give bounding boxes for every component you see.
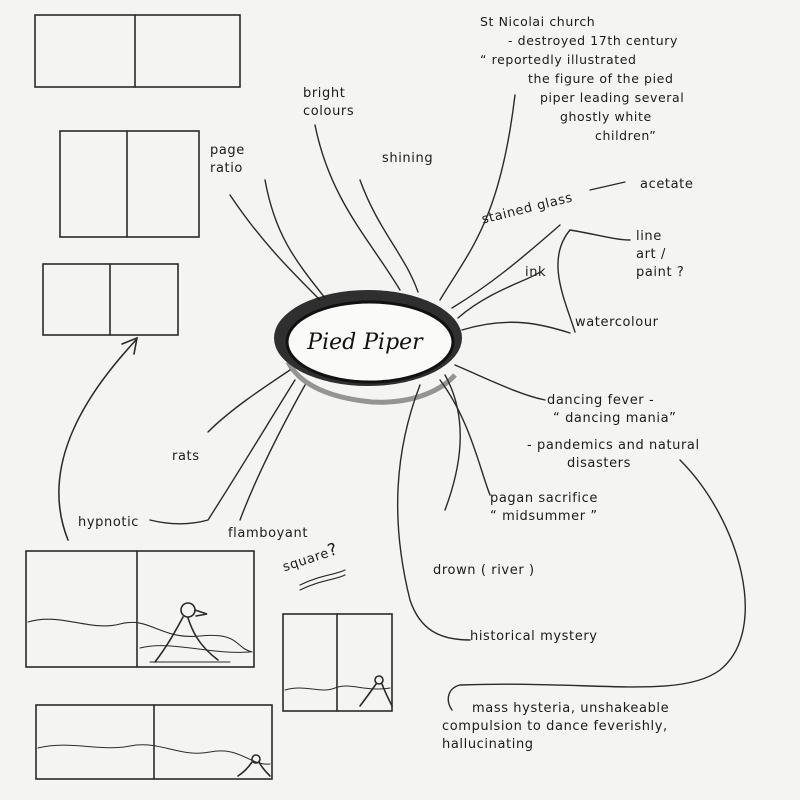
label-mass-hysteria: mass hysteria, unshakeable compulsion to…	[442, 700, 670, 754]
central-ellipse	[274, 290, 462, 405]
arrow-curve	[58, 339, 137, 541]
storyboard-sketch-bottom	[35, 704, 273, 780]
label-line: disasters	[567, 456, 631, 471]
thumbnail-tall	[59, 130, 200, 238]
label-ink: ink	[525, 265, 547, 280]
central-topic: Pied Piper	[307, 330, 423, 355]
thumbnail-wide	[34, 14, 241, 88]
label-line: “ reportedly illustrated	[480, 52, 637, 67]
label-line: mass hysteria, unshakeable	[472, 701, 670, 716]
label-line: St Nicolai church	[480, 14, 596, 29]
scribble	[299, 569, 346, 591]
label-line: line	[636, 229, 662, 244]
label-line: art /	[636, 247, 666, 262]
label-line: hallucinating	[442, 737, 534, 752]
label-line-art-paint: line art / paint ?	[636, 228, 684, 282]
label-watercolour: watercolour	[575, 315, 659, 330]
label-drown: drown ( river )	[433, 563, 535, 578]
label-bright-colours: bright colours	[303, 85, 354, 121]
label-line: children”	[595, 128, 657, 143]
branch-lines	[149, 94, 746, 711]
label-shining: shining	[382, 151, 434, 166]
arrow-head	[121, 336, 139, 355]
label-rats: rats	[172, 449, 200, 464]
label-line: “ midsummer ”	[490, 509, 598, 524]
label-line: - destroyed 17th century	[508, 33, 678, 48]
label-line: bright	[303, 86, 346, 101]
label-historical-mystery: historical mystery	[470, 629, 598, 644]
label-line: paint ?	[636, 265, 685, 280]
label-line: page	[210, 143, 245, 158]
label-line: dancing fever -	[547, 393, 655, 408]
label-st-nicolai: St Nicolai church - destroyed 17th centu…	[480, 12, 684, 145]
label-line: ratio	[210, 161, 243, 176]
label-line: compulsion to dance feverishly,	[442, 719, 668, 734]
label-line: pagan sacrifice	[490, 491, 598, 506]
label-acetate: acetate	[640, 177, 694, 192]
label-dancing-fever: dancing fever - “ dancing mania”	[547, 392, 677, 428]
label-line: “ dancing mania”	[553, 411, 677, 426]
label-page-ratio: page ratio	[210, 142, 245, 178]
storyboard-sketch-large	[25, 550, 255, 668]
label-line: ghostly white	[560, 109, 652, 124]
label-line: colours	[303, 104, 355, 119]
label-hypnotic: hypnotic	[78, 515, 140, 530]
label-line: - pandemics and natural	[527, 438, 700, 453]
label-pagan-sacrifice: pagan sacrifice “ midsummer ”	[490, 490, 598, 526]
label-flamboyant: flamboyant	[228, 526, 309, 541]
label-line: piper leading several	[540, 90, 685, 105]
storyboard-sketch-square	[282, 613, 393, 712]
label-line: the figure of the pied	[528, 71, 674, 86]
thumbnail-medium	[42, 263, 179, 336]
label-pandemics: - pandemics and natural disasters	[527, 437, 700, 473]
